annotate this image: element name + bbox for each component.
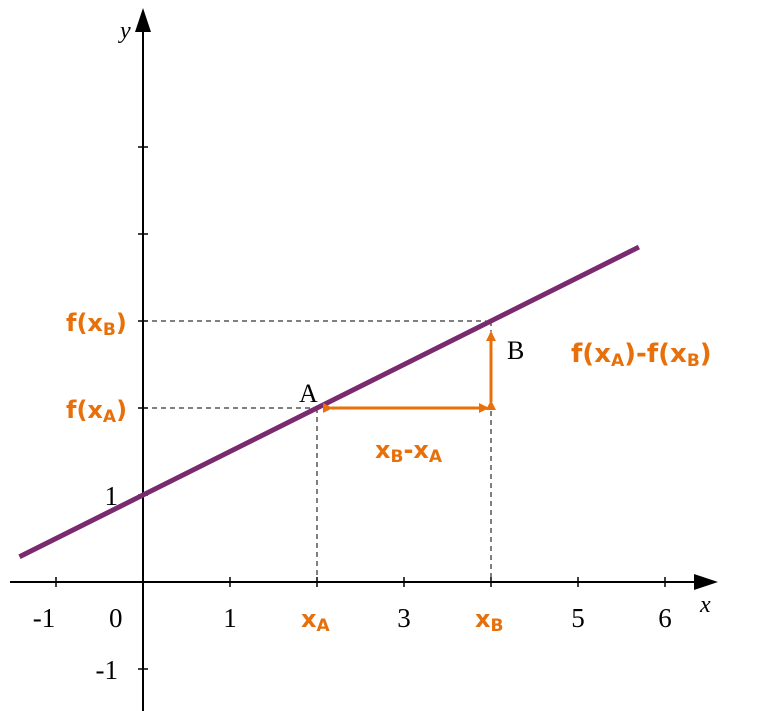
x-tick-label: 3 (397, 603, 411, 633)
y-axis-name: y (118, 18, 131, 44)
x-a-label: xA (301, 605, 330, 636)
x-tick-label: 1 (223, 603, 237, 633)
x-tick-label: 5 (571, 603, 585, 633)
x-tick-label: 6 (658, 603, 672, 633)
x-axis-arrowhead (694, 574, 718, 590)
f-of-x-b-label: f(xB) (66, 309, 127, 340)
y-axis-arrowhead (135, 8, 151, 32)
delta-y-label: f(xA)-f(xB) (571, 339, 712, 371)
dashed-guides (143, 320, 492, 582)
tick-labels: -1 0 1 3 5 6 1 -1 (33, 481, 672, 685)
point-a-label: A (299, 379, 318, 408)
f-of-x-a-label: f(xA) (66, 396, 127, 427)
x-axis-name: x (699, 592, 711, 618)
function-line (18, 244, 641, 560)
y-tick-label: -1 (96, 655, 119, 685)
x-tick-label: -1 (33, 603, 56, 633)
x-b-label: xB (475, 605, 503, 636)
delta-x-label: xB-xA (375, 436, 443, 467)
point-b-label: B (507, 336, 524, 365)
x-tick-label: 0 (109, 603, 123, 633)
y-tick-label: 1 (105, 481, 119, 511)
